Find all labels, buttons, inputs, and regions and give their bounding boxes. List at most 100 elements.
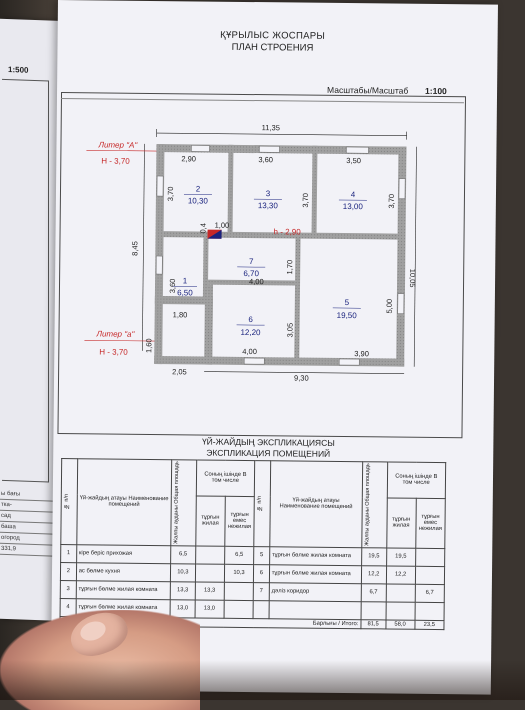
dim-vestibule-height: 1,60 xyxy=(144,338,153,353)
stair-marker xyxy=(208,230,222,239)
room-6-area: 12,20 xyxy=(240,328,261,337)
cell xyxy=(361,601,386,619)
room-7-num: 7 xyxy=(249,257,254,266)
cell: тұрғын бөлме жилая комната xyxy=(269,546,361,565)
dimension-lines xyxy=(142,129,417,374)
header-name-right: Үй-жайдың атауы Наименование помещений xyxy=(270,461,363,548)
bottom-shadow xyxy=(0,660,525,700)
cell: 13,3 xyxy=(170,581,195,599)
inner-height: h - 2,90 xyxy=(274,227,302,236)
cell: тұрғын бөлме жилая комната xyxy=(76,580,170,599)
cell xyxy=(253,600,269,618)
room-4-area: 13,00 xyxy=(343,202,364,211)
dim-door-small: 0,4 xyxy=(199,223,208,234)
cell: 19,5 xyxy=(361,547,386,565)
room-4-num: 4 xyxy=(351,190,356,199)
cell xyxy=(195,564,224,582)
total-nonliving: 23,5 xyxy=(415,620,444,629)
cell: 6,7 xyxy=(361,583,386,601)
cell: дәліз коридор xyxy=(269,582,361,601)
cell: 5 xyxy=(254,546,270,564)
liter-b-label: Литер "а" xyxy=(95,329,135,338)
cell xyxy=(415,602,444,620)
cell: 12,2 xyxy=(361,565,386,583)
left-cell: 331,9 xyxy=(0,544,60,557)
header-nonliving-left: тұрғын емес нежилая xyxy=(225,496,255,546)
dim-room7-height: 1,70 xyxy=(285,260,294,275)
dim-room1-width: 1,80 xyxy=(173,310,188,319)
dim-right-overall: 10,05 xyxy=(408,269,417,288)
total-living: 58,0 xyxy=(385,620,414,629)
cell: 10,3 xyxy=(224,564,253,582)
liter-a-height: Н - 3,70 xyxy=(101,156,130,165)
cell xyxy=(224,600,253,618)
header-incl-left: Соның ішінде В том числе xyxy=(196,460,255,496)
dim-room6-height: 3,05 xyxy=(285,323,294,338)
cell xyxy=(269,600,361,619)
cell: 6,5 xyxy=(171,545,196,563)
dim-top-overall: 11,35 xyxy=(262,123,280,132)
header-num-right: № п/п xyxy=(254,461,271,547)
cell xyxy=(415,566,444,584)
dim-top-room4: 3,50 xyxy=(346,156,361,165)
room-3-area: 13,30 xyxy=(258,201,279,210)
cell: 6,7 xyxy=(415,584,444,602)
room-1-area: 6,50 xyxy=(177,288,193,297)
left-scale: 1:500 xyxy=(8,65,28,75)
room-7-area: 6,70 xyxy=(243,269,259,278)
dim-room5-height: 5,00 xyxy=(385,299,394,314)
cell xyxy=(224,582,253,600)
cell: 1 xyxy=(61,544,77,562)
floor-plan: Литер "А" Н - 3,70 Литер "а" Н - 3,70 h … xyxy=(53,0,488,436)
room-5-area: 19,50 xyxy=(337,311,358,320)
header-incl-right: Соның ішінде В том числе xyxy=(387,462,446,498)
explication-table: № п/п Үй-жайдың атауы Наименование помещ… xyxy=(59,458,446,630)
dim-room5-width: 3,90 xyxy=(354,349,369,358)
header-living-right: тұрғын жилая xyxy=(386,498,416,548)
liter-labels: Литер "А" Н - 3,70 Литер "а" Н - 3,70 h … xyxy=(84,140,302,358)
cell: 6 xyxy=(253,564,269,582)
cell: 10,3 xyxy=(170,563,195,581)
dim-top-room3: 3,60 xyxy=(258,155,273,164)
header-num-left: № п/п xyxy=(61,459,78,545)
cell: 12,2 xyxy=(386,566,415,584)
dim-top-room2: 2,90 xyxy=(181,154,196,163)
cell xyxy=(195,546,224,564)
document-page: ҚҰРЫЛЫС ЖОСПАРЫ ПЛАН СТРОЕНИЯ Масштабы/М… xyxy=(51,0,498,695)
dim-left-overall: 8,45 xyxy=(130,241,139,256)
dim-room2-height: 3,70 xyxy=(166,187,175,202)
header-name-left: Үй-жайдың атауы Наименование помещений xyxy=(77,459,172,546)
total-area: 81,5 xyxy=(361,619,386,628)
cell xyxy=(386,584,415,602)
cell: 7 xyxy=(253,582,269,600)
dim-door-width: 1,00 xyxy=(215,221,230,230)
header-living-left: тұрғын жилая xyxy=(195,496,225,546)
dim-room4-height: 3,70 xyxy=(387,194,396,209)
room-3-num: 3 xyxy=(266,189,271,198)
liter-a-label: Литер "А" xyxy=(97,140,138,149)
dim-bottom-overall: 9,30 xyxy=(294,373,309,382)
dimension-texts: 11,35 2,90 3,60 3,50 10,05 8,45 9,30 2,0… xyxy=(129,122,419,384)
cell: тұрғын бөлме жилая комната xyxy=(269,564,361,583)
room-2-area: 10,30 xyxy=(188,196,209,205)
dim-room1-height: 3,60 xyxy=(168,279,177,294)
dim-bottom-left: 2,05 xyxy=(172,367,187,376)
cell xyxy=(386,602,415,620)
room-1-num: 1 xyxy=(183,276,188,285)
room-labels: 2 10,30 3 13,30 4 13,00 7 6,70 1 6,50 6 … xyxy=(172,184,367,338)
dim-room3-height: 3,70 xyxy=(301,193,310,208)
room-6-num: 6 xyxy=(248,315,253,324)
cell: 6,5 xyxy=(224,546,253,564)
liter-b-height: Н - 3,70 xyxy=(99,347,128,356)
header-area-left: Жалпы ауданы Общая площадь xyxy=(171,460,197,546)
walls xyxy=(154,144,406,367)
cell xyxy=(415,548,444,566)
cell: 3 xyxy=(60,580,76,598)
cell: кіре беріс прихожая xyxy=(76,544,170,563)
header-area-right: Жалпы ауданы Общая площадь xyxy=(362,462,388,548)
header-nonliving-right: тұрғын емес нежилая xyxy=(415,498,445,548)
room-5-num: 5 xyxy=(345,298,350,307)
cell: 19,5 xyxy=(386,548,415,566)
cell: 2 xyxy=(60,562,76,580)
dim-room7-width: 4,00 xyxy=(249,277,264,286)
